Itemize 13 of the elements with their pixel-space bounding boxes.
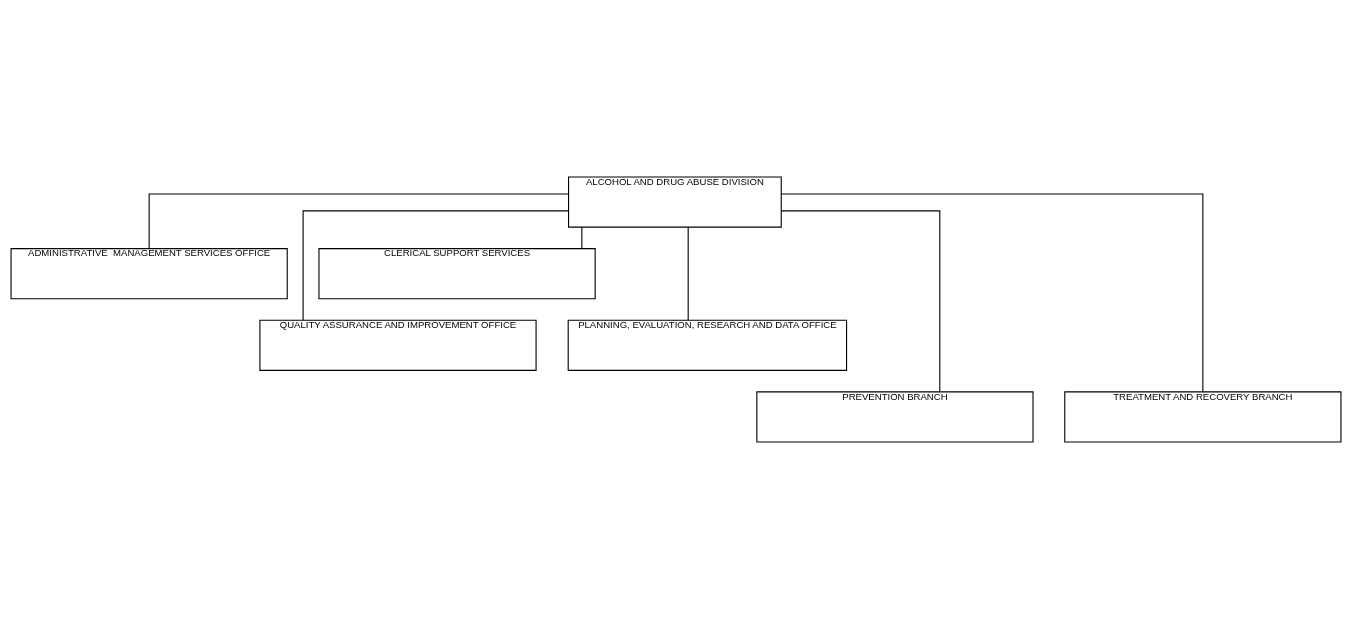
connector [302,209,569,321]
connector [148,192,570,249]
node-box: TREATMENT AND RECOVERY BRANCH [1064,390,1342,443]
node-box: PLANNING, EVALUATION, RESEARCH AND DATA OFFICE [567,319,848,371]
connector [687,226,689,321]
connector [780,192,1204,392]
connector [581,226,583,249]
connector [780,209,941,392]
node-box: PREVENTION BRANCH [756,390,1034,443]
node-box: CLERICAL SUPPORT SERVICES [318,247,596,299]
node-box: QUALITY ASSURANCE AND IMPROVEMENT OFFICE [259,319,537,371]
node-box: ADMINISTRATIVE MANAGEMENT SERVICES OFFICE [10,247,288,299]
node-box: ALCOHOL AND DRUG ABUSE DIVISION [568,175,782,228]
